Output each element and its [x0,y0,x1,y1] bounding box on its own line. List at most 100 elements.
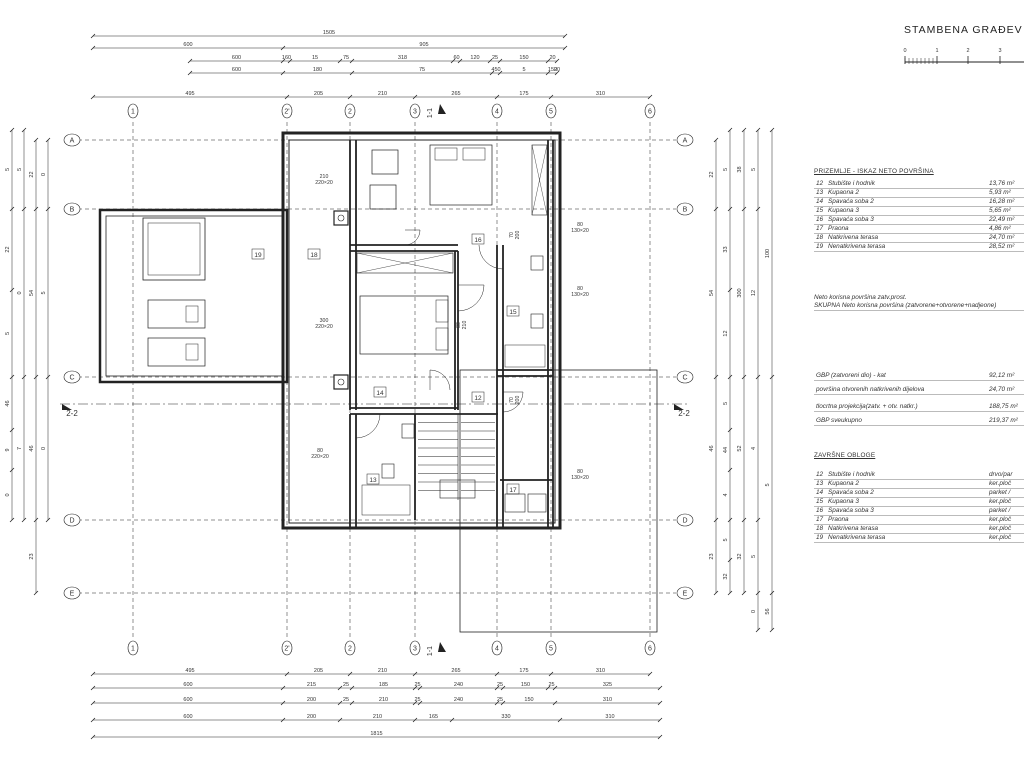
bed-pillow [462,147,486,161]
dim-top-3-label: 318 [398,55,407,61]
dim-bot-2-tick [417,685,423,691]
dim-top-4-tick [349,70,355,76]
window-label: 80 [577,286,583,292]
gross-area-name: GBP sveukupno [816,417,862,424]
dim-right-3-tick [741,374,747,380]
gross-area-name: površina otvorenih natkrivenih dijelova [816,386,925,393]
room-number-r13: 13 [369,477,377,484]
dim-top-5-label: 265 [451,91,460,97]
dim-top-2-tick [280,45,286,51]
dim-bot-1-label: 210 [378,668,387,674]
dim-left-1-label: 0 [5,493,11,496]
window-label: 220×20 [315,180,333,186]
dim-top-5-tick [548,94,554,100]
dim-right-2-label: 32 [723,573,729,579]
grid-label-column: 5 [549,109,553,116]
door-label: 70 [509,232,515,238]
door-swing [457,284,485,312]
net-area-name: Kupaona 3 [828,207,859,214]
grid-bubble-column [491,103,503,119]
dim-bot-5-tick [657,734,663,740]
room-number-r15: 15 [509,309,517,316]
window-label: 130×20 [571,475,589,481]
finish-value: ker.ploč [989,498,1012,505]
bed-pillow [435,327,449,351]
dim-top-4-label: 5 [522,67,525,73]
dim-bot-4-tick [337,717,343,723]
grid-bubble-column [409,103,421,119]
dim-right-2-tick [727,467,733,473]
wardrobe-line [531,144,548,216]
gross-area-row: tlocrtna projekcija(zatv. + otv. natkr.)… [814,403,1024,412]
section-arrow-2-2 [674,404,684,410]
dim-top-4-label: 450 [491,67,500,73]
bathtub [361,484,411,516]
dim-top-2-label: 905 [419,42,428,48]
dim-left-3-tick [33,590,39,596]
bed-pillow [434,147,458,161]
legend-net-total: Neto korisna površina zatv.prost. SKUPNA… [814,294,1024,311]
sun-lounger [147,299,206,329]
pool-inner [147,222,201,276]
dim-left-1-label: 5 [5,168,11,171]
dim-bot-2-label: 25 [414,682,420,688]
dim-top-3-tick [457,58,463,64]
dim-bot-2-label: 25 [343,682,349,688]
dim-right-5-label: 56 [765,608,771,614]
dim-top-3-label: 60 [453,55,459,61]
dim-top-5-tick [90,94,96,100]
net-area-value: 4,86 m² [989,225,1011,232]
door-swing [502,391,524,413]
window-label: 210 [320,174,329,180]
dim-bot-2-tick [280,685,286,691]
dim-bot-2-label: 185 [379,682,388,688]
door-swing [404,229,421,246]
dim-bot-4-tick [557,717,563,723]
dim-bot-1-label: 175 [519,668,528,674]
dim-bot-4-label: 165 [429,714,438,720]
dim-left-4-label: 0 [41,173,47,176]
dim-bot-3-label: 210 [379,697,388,703]
grid-label-column: 2' [284,646,289,653]
window-label: 80 [577,469,583,475]
scale-bar-label: 1 [935,48,938,54]
dim-top-4-label: 600 [232,67,241,73]
shower-tray [504,344,546,368]
dim-bot-4-label: 600 [183,714,192,720]
dim-right-1-label: 46 [709,445,715,451]
dim-left-3-label: 54 [29,290,35,296]
dim-top-1-tick [562,33,568,39]
dim-right-3-label: 38 [737,166,743,172]
dim-bot-4-label: 330 [501,714,510,720]
dim-bot-2-tick [349,685,355,691]
dim-right-1-tick [713,590,719,596]
dim-top-5-label: 210 [378,91,387,97]
dim-bot-2-tick [545,685,551,691]
dim-bot-2-label: 325 [603,682,612,688]
dim-right-2-tick [727,127,733,133]
grid-label-column: 1 [131,109,135,116]
dim-right-5-tick [769,627,775,633]
grid-label-row: D [682,518,687,525]
finish-value: drvo/par [989,471,1013,478]
grid-bubble-column [644,640,656,656]
dim-right-2-tick [727,427,733,433]
dim-bot-3-tick [337,700,343,706]
dim-right-2-label: 4 [723,493,729,496]
dim-top-1-tick [90,33,96,39]
grid-label-column: 1 [131,646,135,653]
finish-value: ker.ploč [989,534,1012,541]
sanitary-fixture [381,463,395,479]
column-center [337,214,345,222]
dim-top-2-label: 600 [183,42,192,48]
dim-top-5-label: 495 [185,91,194,97]
dim-top-4-label: 150 [548,67,557,73]
grid-bubble-row [676,133,694,147]
